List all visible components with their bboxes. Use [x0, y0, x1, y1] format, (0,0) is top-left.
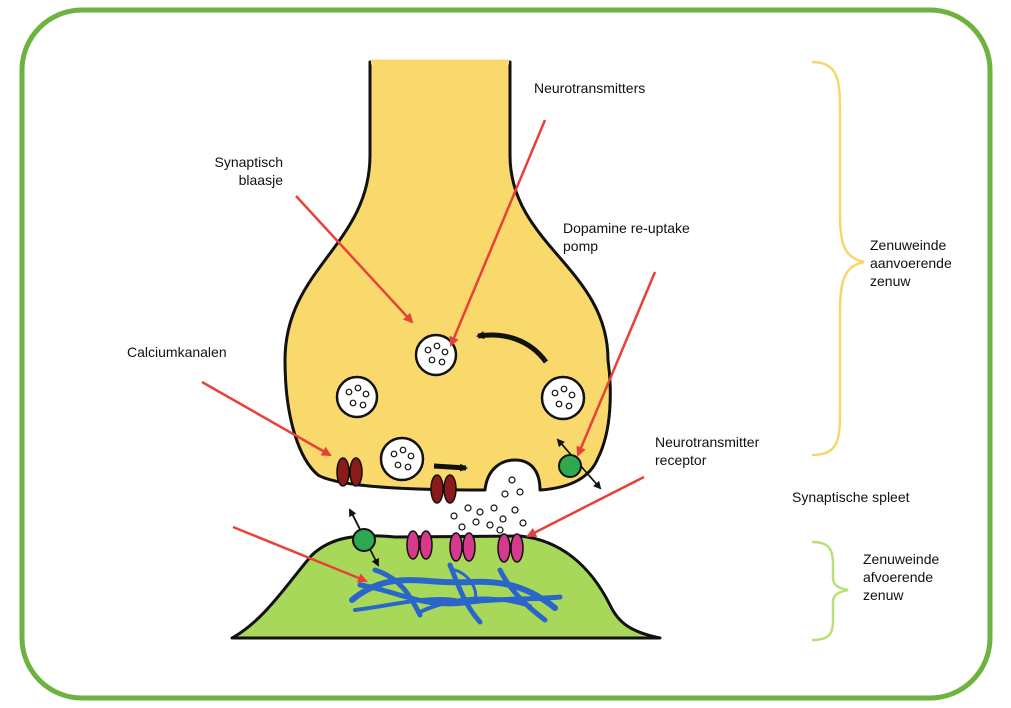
label-synaptic-vesicle-line2: blaasje — [193, 171, 283, 189]
label-synaptic-vesicle-line1: Synaptisch — [193, 153, 283, 171]
label-reuptake-pump: Dopamine re-uptake pomp — [563, 219, 690, 255]
label-afferent-nerve-ending: Zenuweinde aanvoerende zenuw — [870, 236, 952, 290]
brace-efferent — [812, 542, 848, 640]
label-efferent-nerve-ending: Zenuweinde afvoerende zenuw — [863, 550, 939, 604]
release-arrow — [434, 466, 466, 468]
vesicle — [337, 377, 377, 417]
label-calcium-channels: Calciumkanalen — [127, 343, 227, 361]
label-reuptake-line1: Dopamine re-uptake — [563, 219, 690, 237]
label-efferent-line1: Zenuweinde — [863, 550, 939, 568]
brace-afferent — [812, 62, 864, 455]
label-reuptake-line2: pomp — [563, 237, 690, 255]
label-neurotransmitters: Neurotransmitters — [534, 79, 645, 97]
vesicle — [416, 335, 456, 375]
label-afferent-line3: zenuw — [870, 272, 952, 290]
label-efferent-line2: afvoerende — [863, 568, 939, 586]
neurotransmitter-receptors — [407, 531, 523, 562]
vesicle — [381, 438, 423, 480]
label-receptor-line1: Neurotransmitter — [655, 433, 759, 451]
presynaptic-terminal — [285, 62, 610, 490]
label-receptor-line2: receptor — [655, 451, 759, 469]
label-afferent-line1: Zenuweinde — [870, 236, 952, 254]
label-neurotransmitter-receptor: Neurotransmitter receptor — [655, 433, 759, 469]
vesicle — [542, 377, 584, 419]
label-afferent-line2: aanvoerende — [870, 254, 952, 272]
label-synaptic-vesicle: Synaptisch blaasje — [193, 153, 283, 189]
postsynaptic-terminal — [232, 536, 660, 638]
label-efferent-line3: zenuw — [863, 586, 939, 604]
label-synaptic-cleft: Synaptische spleet — [792, 488, 910, 506]
